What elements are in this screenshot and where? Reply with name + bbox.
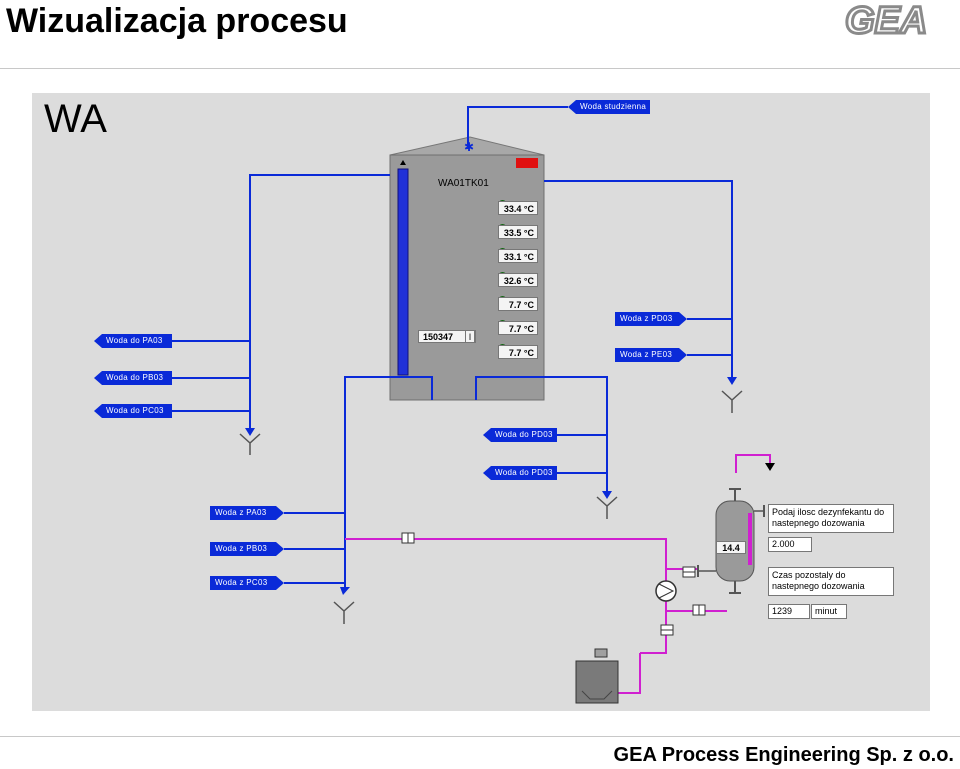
- title-divider: [0, 68, 960, 69]
- tag-woda-do-pd03-second[interactable]: Woda do PD03: [483, 466, 557, 480]
- pipe-woda-studzienna: [467, 106, 568, 149]
- level-arrow: [400, 160, 406, 165]
- tag-woda-do-pd03[interactable]: Woda do PD03: [483, 428, 557, 442]
- temp-2[interactable]: 33.5 °C: [498, 225, 538, 239]
- drain-left-icon: [239, 433, 261, 455]
- alarm-indicator[interactable]: [516, 158, 538, 168]
- pipe-chemical: [345, 538, 667, 654]
- footer-divider: [0, 736, 960, 737]
- logo-text: GEA: [845, 0, 927, 40]
- process-panel: ✱: [32, 93, 930, 711]
- dosing-level-readout[interactable]: 14.4: [716, 541, 746, 554]
- dosing-inlet-icon: [765, 463, 775, 471]
- remaining-time-label: Czas pozostaly do nastepnego dozowania: [768, 567, 894, 596]
- flow-counter-unit: l: [465, 330, 475, 343]
- tank-level-bar: [397, 168, 409, 376]
- dosing-amount-input[interactable]: 2.000: [768, 537, 812, 552]
- remaining-time-value[interactable]: 1239: [768, 604, 810, 619]
- tag-woda-do-pb03[interactable]: Woda do PB03: [94, 371, 172, 385]
- area-label: WA: [44, 97, 107, 141]
- footer-company: GEA Process Engineering Sp. z o.o.: [613, 744, 954, 766]
- tag-woda-studzienna[interactable]: Woda studzienna: [568, 100, 650, 114]
- drain-middle-icon: [596, 496, 618, 519]
- temp-3[interactable]: 33.1 °C: [498, 249, 538, 263]
- tag-woda-z-pa03[interactable]: Woda z PA03: [210, 506, 284, 520]
- remaining-time-unit: minut: [811, 604, 847, 619]
- dosing-prompt: Podaj ilosc dezynfekantu do nastepnego d…: [768, 504, 894, 533]
- pump-icon: [655, 580, 677, 602]
- dosing-level-bar: [748, 513, 752, 565]
- temp-6[interactable]: 7.7 °C: [498, 321, 538, 335]
- chemical-container: [575, 660, 619, 704]
- pipe-lower-left: [344, 376, 433, 589]
- tag-woda-z-pb03[interactable]: Woda z PB03: [210, 542, 284, 556]
- tank-id: WA01TK01: [438, 178, 489, 189]
- drain-right-icon: [721, 390, 743, 413]
- temp-1[interactable]: 33.4 °C: [498, 201, 538, 215]
- tag-woda-z-pe03[interactable]: Woda z PE03: [615, 348, 687, 362]
- drain-lower-icon: [333, 601, 355, 624]
- tag-woda-z-pd03[interactable]: Woda z PD03: [615, 312, 687, 326]
- temp-4[interactable]: 32.6 °C: [498, 273, 538, 287]
- pipe-right-main: [544, 180, 733, 379]
- temp-7[interactable]: 7.7 °C: [498, 345, 538, 359]
- temp-5[interactable]: 7.7 °C: [498, 297, 538, 311]
- flow-counter[interactable]: 150347: [418, 330, 476, 343]
- pipe-left-main: [249, 174, 390, 433]
- tag-woda-do-pc03[interactable]: Woda do PC03: [94, 404, 172, 418]
- gea-logo: GEA: [844, 0, 929, 40]
- inlet-sprinkler-icon: ✱: [464, 140, 474, 154]
- tag-woda-do-pa03[interactable]: Woda do PA03: [94, 334, 172, 348]
- tag-woda-z-pc03[interactable]: Woda z PC03: [210, 576, 284, 590]
- slide-title: Wizualizacja procesu: [6, 2, 348, 40]
